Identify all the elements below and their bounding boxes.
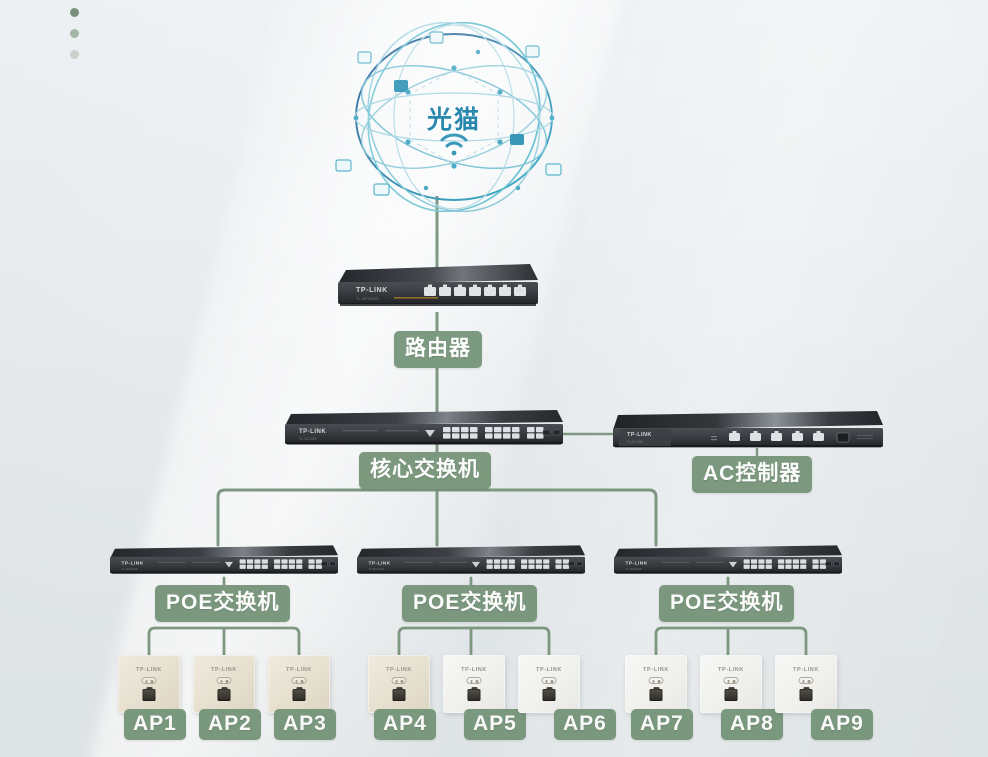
router-device[interactable]: TP-LINK TL-SF1009D	[338, 258, 538, 314]
access-point-6-label: AP6	[554, 709, 616, 740]
ap-led-8	[723, 677, 739, 684]
access-point-1-label: AP1	[124, 709, 186, 740]
svg-text:TP-LINK: TP-LINK	[121, 560, 143, 566]
ap-brand-9: TP-LINK	[793, 667, 819, 673]
ap-brand-5: TP-LINK	[461, 667, 487, 673]
svg-text:TL-SG1024P: TL-SG1024P	[121, 567, 137, 571]
svg-text:TP-LINK: TP-LINK	[625, 560, 647, 566]
ap-led-4	[391, 677, 407, 684]
ap-rj45-port-7	[649, 687, 663, 701]
ap-rj45-port-8	[724, 687, 738, 701]
ap-brand-2: TP-LINK	[211, 667, 237, 673]
ap-led-9	[798, 677, 814, 684]
ac-controller-label: AC控制器	[692, 456, 813, 493]
svg-text:TL-SF1009D: TL-SF1009D	[356, 296, 379, 301]
dot-1	[70, 8, 79, 17]
ap-brand-3: TP-LINK	[286, 667, 312, 673]
router-label: 路由器	[394, 331, 482, 368]
svg-text:TP-LINK: TP-LINK	[368, 560, 390, 566]
access-point-2-label: AP2	[199, 709, 261, 740]
optical-modem-node[interactable]: 光猫	[318, 22, 590, 212]
access-point-9-label: AP9	[811, 709, 873, 740]
ap-led-6	[541, 677, 557, 684]
ap-rj45-port-4	[392, 687, 406, 701]
access-point-5[interactable]: TP-LINK	[443, 655, 505, 713]
ap-brand-1: TP-LINK	[136, 667, 162, 673]
ac-controller-device[interactable]: TP-LINK TL-AC1000	[613, 410, 883, 450]
ap-led-2	[216, 677, 232, 684]
svg-text:TL-SG1024: TL-SG1024	[299, 437, 317, 441]
access-point-8[interactable]: TP-LINK	[700, 655, 762, 713]
access-point-8-label: AP8	[721, 709, 783, 740]
ap-led-7	[648, 677, 664, 684]
wifi-icon	[440, 133, 468, 156]
poe-switch-1-label: POE交换机	[155, 585, 291, 622]
ap-rj45-port-3	[292, 687, 306, 701]
ap-led-1	[141, 677, 157, 684]
svg-text:TP-LINK: TP-LINK	[356, 287, 388, 294]
ap-brand-4: TP-LINK	[386, 667, 412, 673]
poe-switch-2-device[interactable]: TP-LINK TL-SG1024P	[357, 542, 585, 580]
ap-rj45-port-6	[542, 687, 556, 701]
ap-rj45-port-1	[142, 687, 156, 701]
core-switch-label: 核心交换机	[359, 452, 491, 489]
dot-2	[70, 29, 79, 38]
ap-brand-8: TP-LINK	[718, 667, 744, 673]
svg-text:TL-SG1024P: TL-SG1024P	[368, 567, 384, 571]
ap-led-5	[466, 677, 482, 684]
access-point-1[interactable]: TP-LINK	[118, 655, 180, 713]
svg-text:TP-LINK: TP-LINK	[299, 429, 326, 435]
poe-switch-1-device[interactable]: TP-LINK TL-SG1024P	[110, 542, 338, 580]
access-point-4-label: AP4	[374, 709, 436, 740]
access-point-5-label: AP5	[464, 709, 526, 740]
decorative-dots	[70, 8, 79, 71]
dot-3	[70, 50, 79, 59]
access-point-3[interactable]: TP-LINK	[268, 655, 330, 713]
core-switch-device[interactable]: TP-LINK TL-SG1024	[285, 408, 563, 450]
svg-text:TL-AC1000: TL-AC1000	[627, 440, 644, 444]
svg-text:TP-LINK: TP-LINK	[627, 432, 652, 438]
access-point-4[interactable]: TP-LINK	[368, 655, 430, 713]
access-point-7-label: AP7	[631, 709, 693, 740]
ap-brand-6: TP-LINK	[536, 667, 562, 673]
modem-label: 光猫	[426, 106, 481, 134]
svg-text:TL-SG1024P: TL-SG1024P	[625, 567, 641, 571]
poe-switch-3-label: POE交换机	[659, 585, 795, 622]
ap-rj45-port-9	[799, 687, 813, 701]
access-point-6[interactable]: TP-LINK	[518, 655, 580, 713]
ap-rj45-port-2	[217, 687, 231, 701]
access-point-7[interactable]: TP-LINK	[625, 655, 687, 713]
access-point-2[interactable]: TP-LINK	[193, 655, 255, 713]
ap-brand-7: TP-LINK	[643, 667, 669, 673]
poe-switch-2-label: POE交换机	[402, 585, 538, 622]
ap-led-3	[291, 677, 307, 684]
access-point-9[interactable]: TP-LINK	[775, 655, 837, 713]
ap-rj45-port-5	[467, 687, 481, 701]
access-point-3-label: AP3	[274, 709, 336, 740]
poe-switch-3-device[interactable]: TP-LINK TL-SG1024P	[614, 542, 842, 580]
